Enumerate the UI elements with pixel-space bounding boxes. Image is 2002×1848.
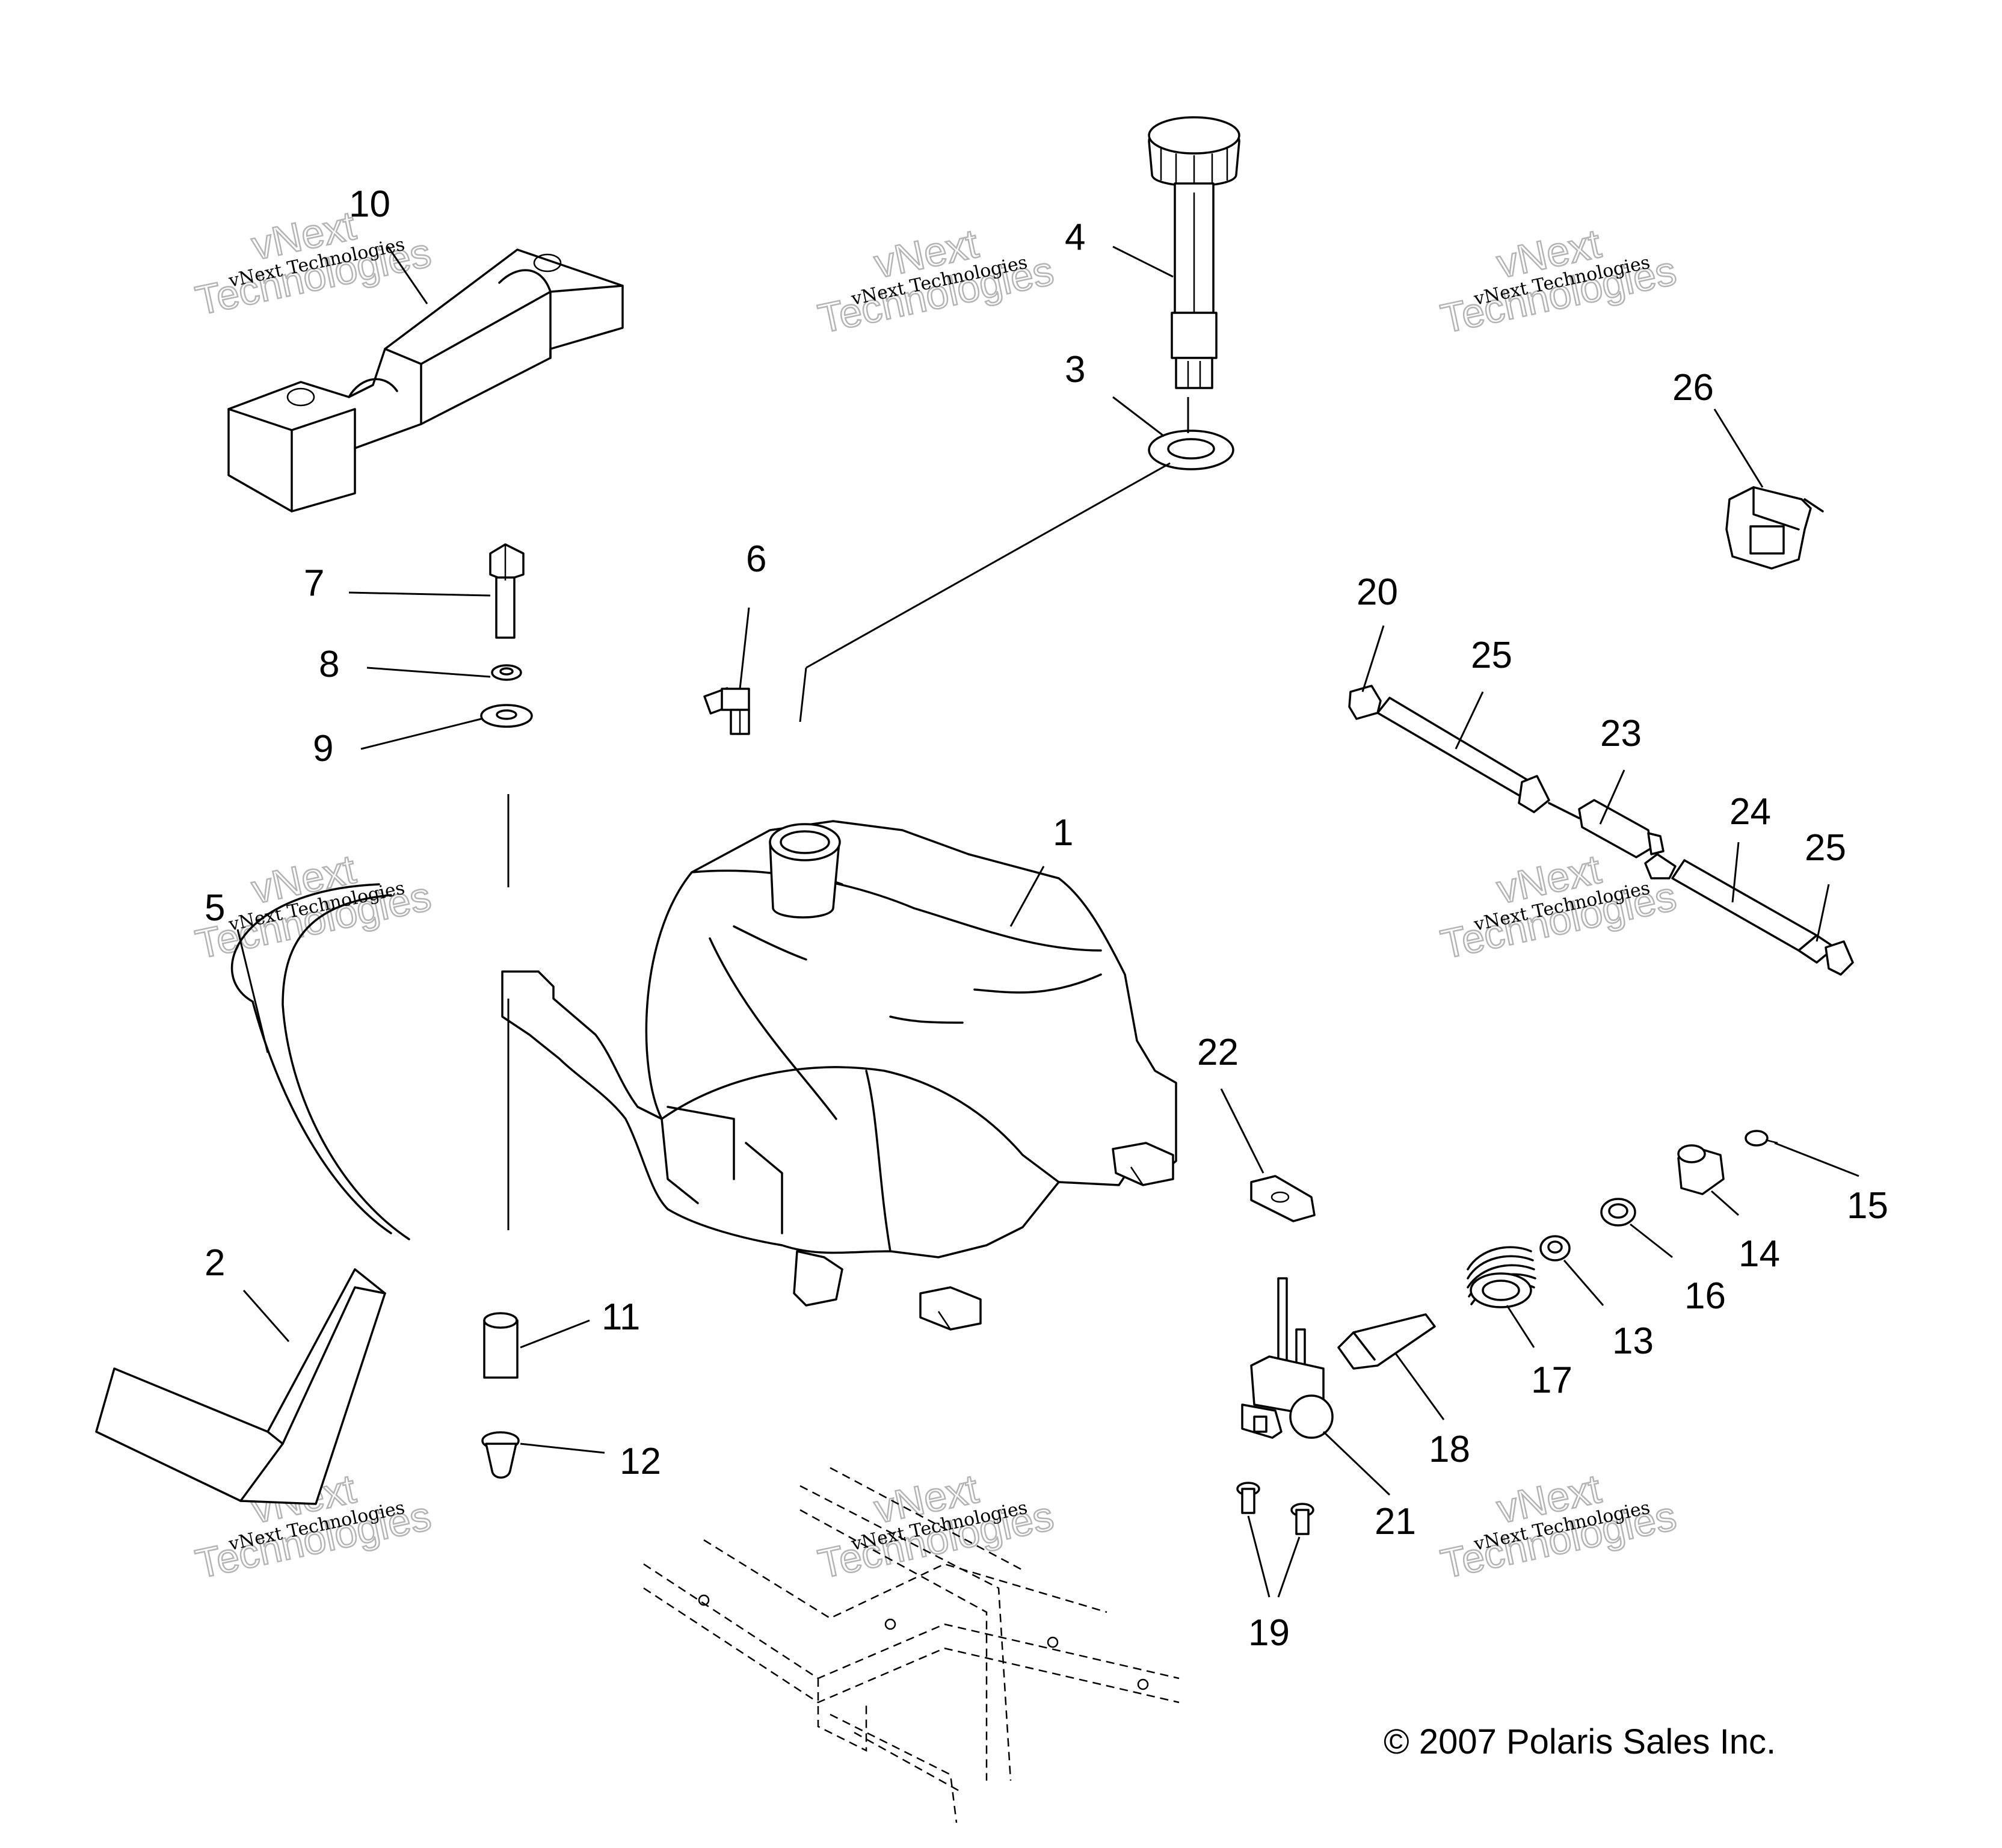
part-8-lock-washer	[491, 664, 522, 681]
callout-17: 17	[1531, 1360, 1572, 1401]
callout-3: 3	[1065, 349, 1085, 390]
leader-7	[348, 591, 491, 597]
watermark-bottom-center: Technologies vNext vNext Technologies	[814, 1465, 1059, 1588]
callout-25-lower: 25	[1805, 827, 1846, 869]
frame-reference	[643, 1467, 1180, 1823]
leader-25-upper	[1455, 691, 1484, 750]
callout-22: 22	[1197, 1032, 1239, 1073]
callout-25-upper: 25	[1471, 635, 1512, 676]
leader-19-right	[1277, 1536, 1301, 1598]
callout-18: 18	[1429, 1429, 1470, 1470]
part-14-knob	[1677, 1144, 1725, 1195]
part-20-hose-clamp	[1348, 685, 1382, 720]
callout-2: 2	[205, 1242, 225, 1284]
watermark-top-right: Technologies vNext vNext Technologies	[1437, 220, 1681, 342]
leader-22	[1220, 1088, 1264, 1174]
callout-7: 7	[304, 562, 324, 604]
part-26-clip	[1725, 486, 1824, 570]
leader-3	[1112, 396, 1165, 437]
part-21-petcock	[1241, 1277, 1334, 1439]
leader-16	[1630, 1223, 1673, 1258]
leader-23	[1599, 769, 1625, 825]
leader-24	[1731, 842, 1740, 903]
leader-26	[1713, 408, 1764, 488]
callout-6: 6	[746, 538, 766, 580]
part-15-screw	[1745, 1130, 1778, 1147]
part-18-lever	[1337, 1313, 1436, 1370]
leader-17	[1506, 1305, 1535, 1348]
leader-5	[236, 929, 269, 1053]
leader-21	[1322, 1431, 1391, 1496]
part-25-hose-end	[1797, 934, 1854, 976]
part-16-bushing	[1600, 1198, 1636, 1227]
leader-12	[520, 1443, 605, 1454]
part-1-fuel-tank	[501, 820, 1177, 1331]
copyright-notice: © 2007 Polaris Sales Inc.	[1384, 1722, 1776, 1761]
part-13-washer	[1539, 1235, 1571, 1261]
leader-9	[360, 718, 482, 750]
callout-20: 20	[1357, 571, 1398, 613]
callout-19: 19	[1248, 1612, 1290, 1654]
leader-18	[1394, 1353, 1445, 1420]
leader-10	[387, 246, 428, 304]
leader-3-to-tank-drop	[799, 667, 807, 722]
leader-15	[1774, 1142, 1859, 1177]
callout-9: 9	[313, 728, 333, 769]
part-17-spring	[1467, 1246, 1536, 1308]
part-3-gasket	[1148, 430, 1234, 470]
part-2-pad	[95, 1268, 386, 1505]
watermark-bottom-right: Technologies vNext vNext Technologies	[1437, 1465, 1681, 1588]
leader-4	[1112, 245, 1174, 278]
leader-lines	[236, 245, 1859, 1598]
leader-11	[520, 1319, 590, 1349]
leader-6	[739, 607, 750, 689]
leader-2	[242, 1290, 290, 1342]
part-7-bolt	[489, 543, 525, 639]
callout-26: 26	[1672, 367, 1714, 408]
callout-4: 4	[1065, 217, 1085, 258]
leader-3-to-tank	[805, 462, 1171, 669]
part-6-elbow-fitting	[703, 687, 750, 735]
callout-23: 23	[1600, 713, 1642, 754]
part-25-hose-upper	[1376, 697, 1550, 813]
callout-14: 14	[1739, 1233, 1780, 1275]
leader-1	[1009, 866, 1045, 927]
part-11-spacer	[483, 1312, 519, 1379]
callout-15: 15	[1847, 1185, 1888, 1227]
watermark-top-center: Technologies vNext vNext Technologies	[814, 220, 1059, 342]
callout-16: 16	[1684, 1275, 1726, 1317]
leader-20	[1361, 625, 1385, 692]
leader-19-left	[1247, 1515, 1270, 1598]
callout-13: 13	[1612, 1320, 1654, 1362]
leader-13	[1563, 1260, 1604, 1306]
callout-10: 10	[349, 183, 390, 225]
leader-25-lower	[1816, 884, 1830, 942]
part-4-fuel-cap-gauge	[1148, 116, 1240, 389]
part-10-mount-block	[227, 248, 624, 513]
callout-11: 11	[602, 1296, 640, 1338]
callout-numbers: 10 4 3 26 7 8 9 6 1 20 25 23 24 25 5 22 …	[205, 183, 1888, 1654]
watermark-top-left: Technologies vNext vNext Technologies	[191, 202, 436, 324]
callout-5: 5	[205, 887, 225, 929]
callout-1: 1	[1053, 812, 1073, 854]
part-9-flat-washer	[480, 704, 533, 728]
leader-14	[1711, 1190, 1739, 1216]
part-23-fuel-filter	[1548, 799, 1665, 858]
callout-21: 21	[1375, 1501, 1416, 1542]
part-19-screws	[1236, 1482, 1314, 1535]
callout-24: 24	[1729, 791, 1771, 833]
leader-8	[366, 667, 491, 678]
part-22-plate	[1250, 1175, 1316, 1222]
callout-12: 12	[620, 1441, 661, 1482]
part-12-grommet	[481, 1431, 520, 1479]
callout-8: 8	[319, 644, 339, 685]
